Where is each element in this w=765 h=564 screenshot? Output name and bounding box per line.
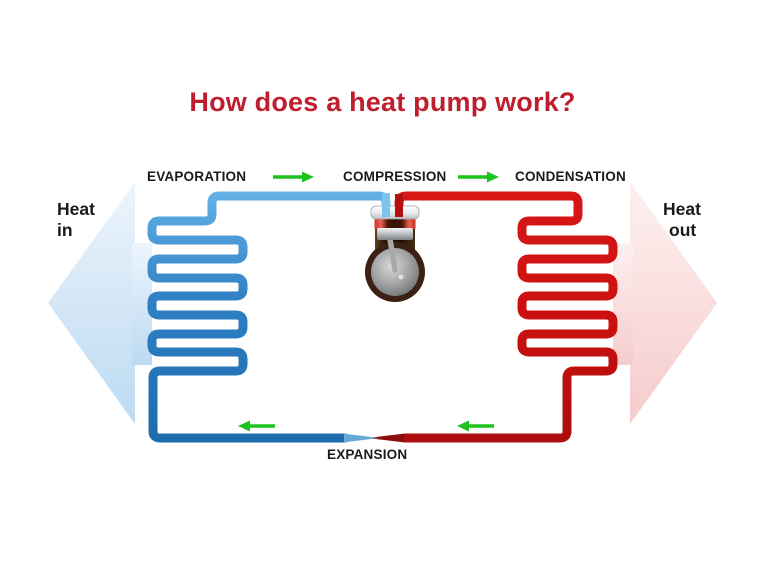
stage-label-compression: COMPRESSION [343,169,447,184]
flow-arrow-bottom-right [457,420,494,432]
crank-pin-highlight [398,274,404,280]
heat-in-line2: in [57,219,73,240]
stage-label-expansion: EXPANSION [327,447,408,462]
heat-out-line1: Heat [663,199,701,219]
page-title: How does a heat pump work? [189,87,576,117]
flow-arrow-top-right [458,171,499,183]
heat-in-arrow [48,182,152,424]
heat-out-arrow [613,182,717,424]
evaporator-coil [147,191,391,443]
compressor-piston [365,193,425,302]
heat-in-label: Heat in [57,199,95,240]
expansion-valve [344,433,404,443]
flow-arrow-top-left [273,171,314,183]
heat-out-line2: out [669,219,697,240]
flow-arrows [238,171,499,432]
piston-head [377,228,413,240]
heat-out-label: Heat out [663,199,701,240]
stage-label-evaporation: EVAPORATION [147,169,247,184]
flow-arrow-bottom-left [238,420,275,432]
cylinder-red-band [374,218,416,229]
stage-label-condensation: CONDENSATION [515,169,626,184]
condenser-coil [394,191,618,443]
heat-in-line1: Heat [57,199,95,219]
